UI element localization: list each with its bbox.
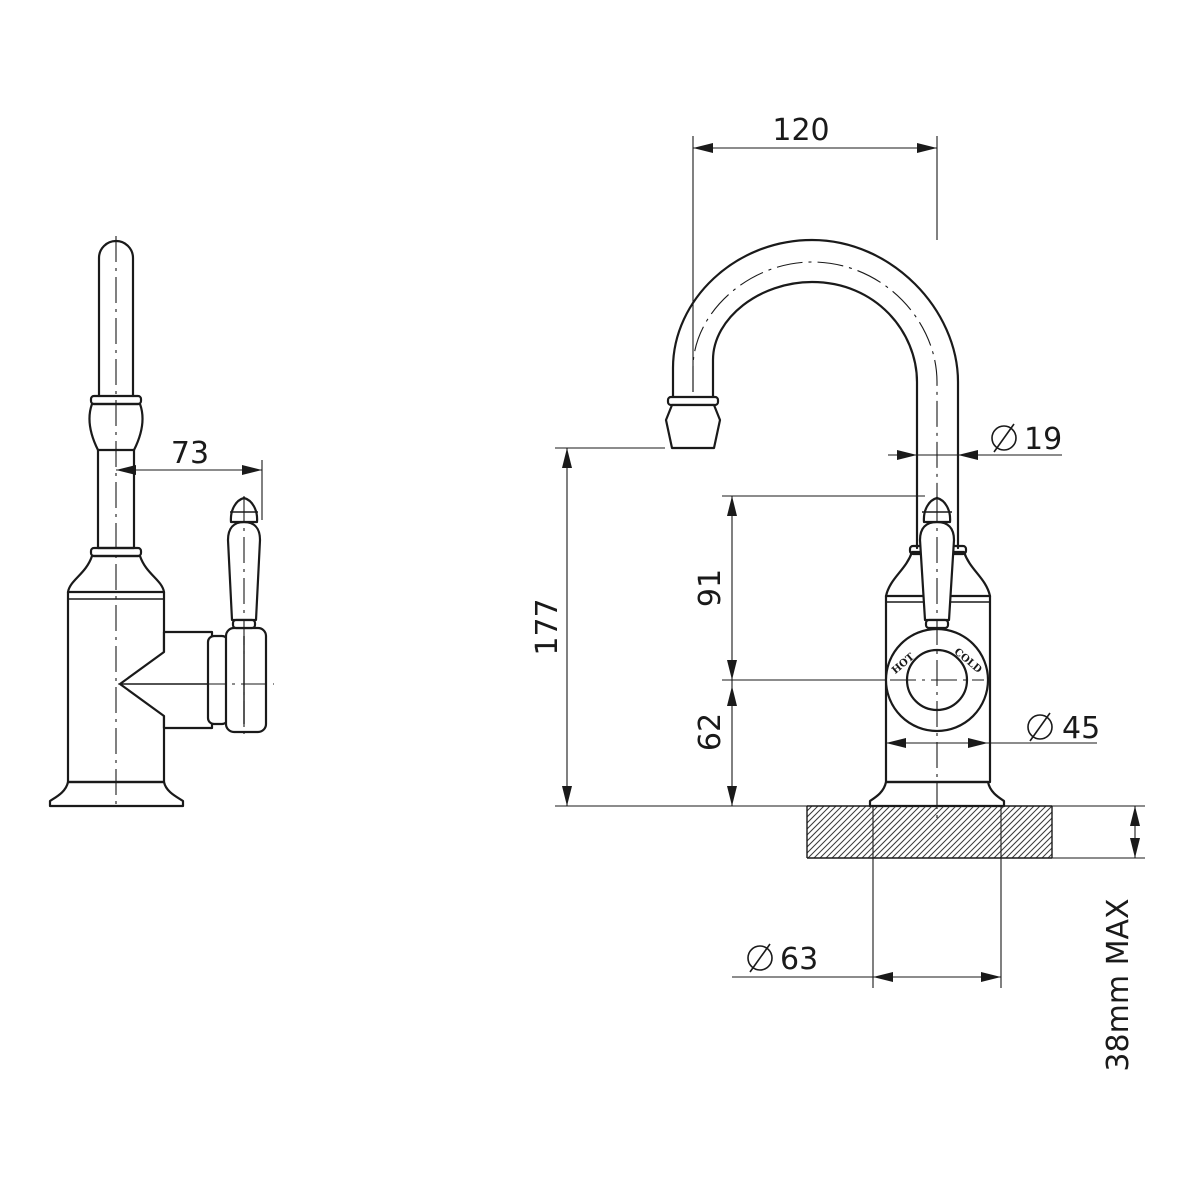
dim-base-diameter: 63 bbox=[780, 942, 818, 977]
bench-hatch-line bbox=[855, 806, 909, 858]
dim-handle-height: 91 bbox=[693, 569, 728, 607]
front-view: HOT COLD 120 19 177 bbox=[530, 113, 1148, 1072]
bench-hatch-line bbox=[945, 806, 999, 858]
bench-hatch-line bbox=[891, 806, 945, 858]
bench-hatch-line bbox=[1072, 806, 1124, 858]
bench-hatch-line bbox=[903, 806, 957, 858]
front-spout bbox=[671, 238, 960, 550]
bench-hatch-line bbox=[1041, 847, 1052, 858]
bench-hatch-line bbox=[879, 806, 933, 858]
bench-hatch-line bbox=[819, 806, 873, 858]
bench-hatch-line bbox=[981, 806, 1035, 858]
bench-hatch-line bbox=[1035, 841, 1052, 858]
bench-hatch-line bbox=[975, 806, 1029, 858]
bench-hatch-line bbox=[1084, 806, 1136, 858]
dim-spout-diameter: 19 bbox=[1024, 422, 1062, 457]
bench-hatch-line bbox=[915, 806, 969, 858]
bench-hatch-line bbox=[885, 806, 939, 858]
bench-hatch-line bbox=[1066, 806, 1118, 858]
bench-hatch-line bbox=[849, 806, 903, 858]
bench-hatch-line bbox=[807, 806, 837, 836]
bench-hatch-line bbox=[993, 806, 1047, 858]
bench-hatch-line bbox=[843, 806, 897, 858]
bench-hatch-line bbox=[963, 806, 1017, 858]
bench-hatch-line bbox=[897, 806, 951, 858]
front-aerator bbox=[664, 403, 722, 450]
side-view: 73 bbox=[48, 236, 274, 810]
bench-hatch-line bbox=[987, 806, 1041, 858]
bench-hatch-line bbox=[1096, 806, 1148, 858]
dim-bench-thickness: 38mm MAX bbox=[1101, 898, 1136, 1071]
bench-hatch-line bbox=[1060, 806, 1112, 858]
bench-hatch-line bbox=[1017, 823, 1052, 858]
side-valve-housing bbox=[118, 630, 214, 730]
bench-hatch-line bbox=[831, 806, 885, 858]
dim-body-diameter: 45 bbox=[1062, 711, 1100, 746]
bench-hatch-line bbox=[921, 806, 975, 858]
bench-hatch-line bbox=[807, 806, 849, 848]
bench-hatch-line bbox=[933, 806, 987, 858]
bench-hatch-line bbox=[909, 806, 963, 858]
bench-hatch-line bbox=[825, 806, 879, 858]
bench-hatch-line bbox=[873, 806, 927, 858]
bench-hatch-line bbox=[807, 806, 831, 830]
dim-side-reach: 73 bbox=[171, 436, 209, 471]
side-base bbox=[48, 780, 185, 808]
bench-hatch-line bbox=[837, 806, 891, 858]
bench-hatch-line bbox=[1054, 806, 1106, 858]
bench-hatch-line bbox=[951, 806, 1005, 858]
bench-hatch-line bbox=[999, 806, 1052, 858]
dim-handle-center-height: 62 bbox=[693, 713, 728, 751]
dim-spout-reach: 120 bbox=[772, 113, 829, 148]
bench-hatch-line bbox=[1047, 853, 1052, 858]
bench-hatch-line bbox=[867, 806, 921, 858]
bench-hatch-line bbox=[807, 806, 855, 854]
bench-hatch-line bbox=[807, 806, 819, 818]
dim-total-height: 177 bbox=[530, 598, 565, 655]
bench-section bbox=[807, 806, 1148, 858]
bench-hatch-line bbox=[813, 806, 867, 858]
bench-hatch-line bbox=[1078, 806, 1130, 858]
bench-hatch-line bbox=[1005, 811, 1052, 858]
bench-hatch-line bbox=[807, 806, 813, 812]
bench-hatch-line bbox=[939, 806, 993, 858]
bench-hatch-line bbox=[807, 806, 843, 842]
bench-hatch-line bbox=[1023, 829, 1052, 858]
bench-hatch-line bbox=[969, 806, 1023, 858]
bench-hatch-line bbox=[807, 806, 825, 824]
bench-hatch-line bbox=[807, 806, 861, 858]
bench-hatch-line bbox=[1011, 817, 1052, 858]
bench-hatch-line bbox=[1029, 835, 1052, 858]
bench-hatch-line bbox=[861, 806, 915, 858]
bench-hatch-line bbox=[927, 806, 981, 858]
